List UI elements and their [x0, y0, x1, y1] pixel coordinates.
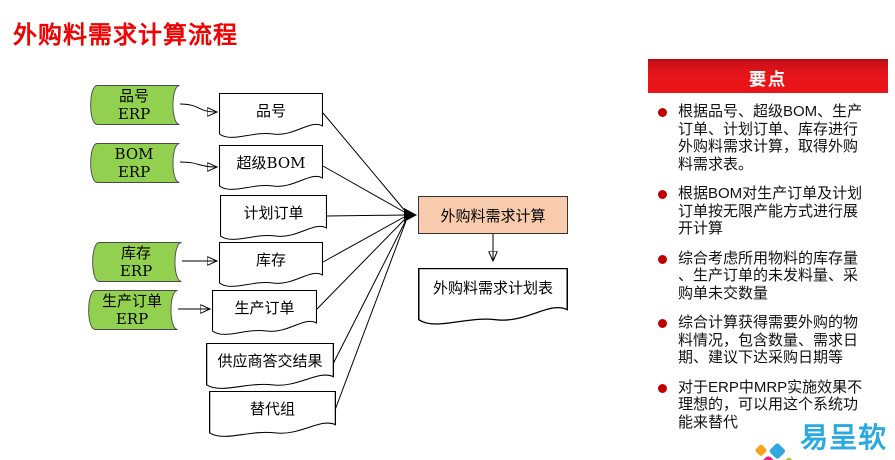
stored-data-shape	[92, 242, 182, 282]
doc-label: 外购料需求计划表	[432, 279, 553, 297]
key-points-list: 根据品号、超级BOM、生产 订单、计划订单、库存进行 外购料需求计算，取得外购 …	[650, 103, 890, 443]
document-shape	[219, 242, 323, 287]
stored-data-shape	[90, 143, 180, 183]
document-shape	[209, 391, 336, 437]
doc-label: 超级BOM	[236, 154, 306, 172]
doc-node-inventory: 库存	[219, 242, 323, 288]
list-item: 综合计算获得需要外购的物 料情况，包含数量、需求日 期、建议下达采购日期等	[650, 314, 890, 367]
document-shape	[219, 93, 323, 138]
doc-node-item: 品号	[219, 93, 323, 139]
bullet-text: 综合计算获得需要外购的物 料情况，包含数量、需求日 期、建议下达采购日期等	[678, 314, 859, 366]
list-item: 综合考虑所用物料的库存量 、生产订单的未发料量、采 购单未交数量	[650, 250, 890, 303]
document-shape	[219, 145, 323, 190]
list-item: 根据品号、超级BOM、生产 订单、计划订单、库存进行 外购料需求计算，取得外购 …	[650, 103, 890, 173]
doc-node-production-order: 生产订单	[212, 290, 317, 336]
bullet-text: 综合考虑所用物料的库存量 、生产订单的未发料量、采 购单未交数量	[678, 249, 859, 302]
bullet-text: 根据品号、超级BOM、生产 订单、计划订单、库存进行 外购料需求计算，取得外购 …	[678, 103, 863, 173]
document-shape	[220, 195, 327, 240]
doc-label: 替代组	[249, 400, 295, 418]
process-box-purchase-demand-calc: 外购料需求计算	[418, 196, 568, 234]
doc-label: 品号	[255, 102, 286, 120]
doc-node-super-bom: 超级BOM	[219, 145, 323, 191]
bullet-icon	[658, 108, 667, 117]
page-title: 外购料需求计算流程	[13, 22, 238, 49]
stored-data-shape	[90, 85, 180, 125]
doc-node-planned-order: 计划订单	[220, 195, 327, 241]
document-shape	[206, 343, 334, 389]
list-item: 根据BOM对生产订单及计划 订单按无限产能方式进行展 开计算	[650, 185, 890, 238]
doc-label: 供应商答交结果	[217, 352, 323, 370]
doc-node-purchase-demand-plan: 外购料需求计划表	[418, 268, 568, 326]
doc-label: 计划订单	[243, 204, 304, 222]
doc-label: 库存	[255, 251, 286, 269]
vendor-logo: 易呈软件	[752, 415, 895, 460]
logo-diamonds-icon	[755, 442, 796, 460]
bullet-icon	[658, 254, 667, 264]
doc-label: 生产订单	[234, 299, 295, 317]
stored-data-shape	[88, 290, 178, 330]
document-shape	[418, 268, 568, 325]
document-shape	[212, 290, 317, 335]
bullet-icon	[658, 319, 667, 328]
bullet-text: 对于ERP中MRP实施效果不 理想的，可以用这个系统功 能来替代	[678, 378, 863, 431]
key-points-header: 要点	[648, 59, 888, 93]
bullet-icon	[658, 190, 667, 199]
bullet-icon	[658, 383, 667, 393]
doc-node-supplier-commitment: 供应商答交结果	[206, 343, 334, 390]
list-item: 对于ERP中MRP实施效果不 理想的，可以用这个系统功 能来替代	[650, 379, 890, 432]
doc-node-substitute-group: 替代组	[209, 391, 336, 438]
vendor-logo-text: 易呈软件	[800, 422, 888, 453]
bullet-text: 根据BOM对生产订单及计划 订单按无限产能方式进行展 开计算	[678, 185, 863, 237]
